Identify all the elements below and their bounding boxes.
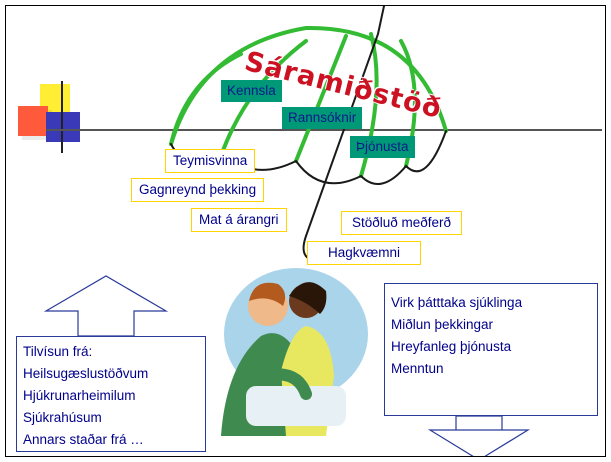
list-item: Heilsugæslustöðvum [23,366,149,381]
tag-rannsoknir: Rannsóknir [282,107,363,129]
decor-square-red [18,106,48,136]
care-illustration [221,268,368,436]
decor-vertical-line [61,81,63,153]
list-item: Hjúkrunarheimilum [23,388,136,403]
slide: Sáramiðstöð Kennsla Rannsóknir Þjónusta … [5,5,606,457]
list-item: Miðlun þekkingar [391,317,494,332]
list-item: Annars staðar frá … [23,432,144,447]
tag-mat-a-arangri: Mat á árangri [191,208,287,232]
list-item: Sjúkrahúsum [23,410,102,425]
inflow-up-arrow [43,275,169,337]
umbrella-rib-1 [169,52,243,146]
list-item: Menntun [391,361,444,376]
inflow-box: Tilvísun frá: Heilsugæslustöðvum Hjúkrun… [16,336,206,452]
outflow-box: Virk þátttaka sjúklinga Miðlun þekkingar… [384,283,598,416]
decor-horizontal-line [46,129,602,131]
list-item: Virk þátttaka sjúklinga [391,295,523,310]
tag-stodlud-medferd: Stöðluð meðferð [341,211,463,235]
decor-square-blue [46,112,80,142]
tag-kennsla: Kennsla [221,80,282,102]
umbrella-rib-3 [294,34,348,163]
tag-hagkvaemni: Hagkvæmni [307,241,422,265]
outflow-down-arrow [427,415,531,456]
inflow-heading: Tilvísun frá: [23,344,93,359]
tag-thjonusta: Þjónusta [350,136,415,158]
tag-gagnreynd-thekking: Gagnreynd þekking [131,178,265,202]
umbrella-shaft [305,6,385,237]
list-item: Hreyfanleg þjónusta [391,339,512,354]
tag-teymisvinna: Teymisvinna [165,149,256,173]
